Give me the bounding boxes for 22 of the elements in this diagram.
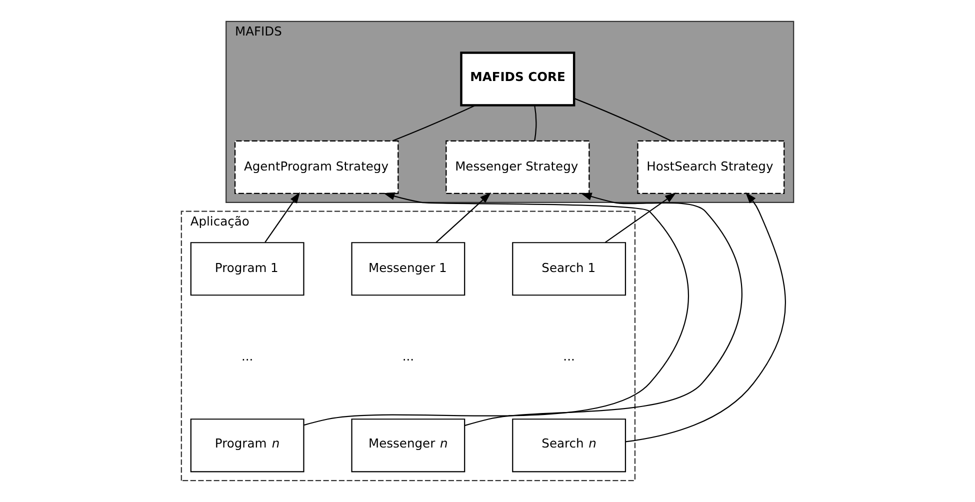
label: ... [563, 349, 575, 364]
node-box: Messenger n [351, 418, 466, 472]
arrow [264, 192, 300, 242]
connector [574, 98, 672, 142]
node-box: MAFIDS CORE [460, 52, 576, 106]
node-box: Search n [512, 418, 626, 472]
node-box: Messenger 1 [351, 242, 466, 296]
node-box: HostSearch Strategy [637, 140, 785, 194]
node-box: Program n [190, 418, 304, 472]
arrow [464, 192, 742, 426]
connector [392, 104, 476, 142]
arrow [304, 192, 689, 426]
arrow [436, 192, 492, 243]
node-box: AgentProgram Strategy [234, 140, 399, 194]
arrow [604, 192, 676, 243]
arrow [626, 192, 786, 442]
node-box: Program 1 [190, 242, 304, 296]
label: ... [241, 349, 254, 364]
node-box: Messenger Strategy [446, 140, 590, 194]
connector [534, 105, 537, 141]
node-box: Search 1 [512, 242, 626, 296]
label: ... [402, 349, 414, 364]
